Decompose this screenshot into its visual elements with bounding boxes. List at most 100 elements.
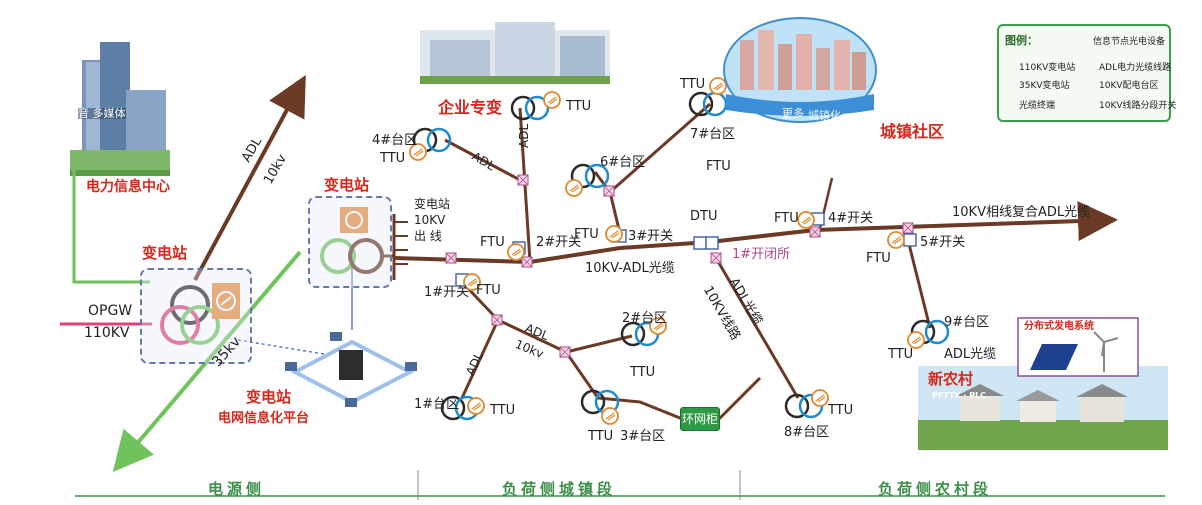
device-icon — [601, 407, 619, 425]
device-icon — [887, 231, 905, 249]
device-icon — [907, 331, 925, 349]
substation-outlet-label: 出 线 — [414, 229, 442, 243]
kv110-label: 110KV — [84, 325, 130, 341]
branch-area1 — [460, 319, 500, 399]
area-8-label: 8#台区 — [784, 425, 830, 440]
cable-terminal — [521, 256, 533, 268]
new-village-label: 新农村 — [928, 370, 974, 388]
ttu-label: TTU — [490, 403, 516, 418]
cable-terminal — [517, 174, 529, 186]
village-tech-label: PFTTX · PLC — [932, 391, 987, 400]
branch-area8 — [714, 257, 800, 399]
legend-title: 图例： — [1005, 34, 1038, 47]
switch-1-label: 1#开关 — [424, 285, 470, 300]
ftu-label: FTU — [774, 211, 799, 226]
legend-item: 光缆终端 — [1019, 101, 1056, 111]
switch-2-label: 2#开关 — [536, 235, 582, 250]
device-icon — [467, 397, 485, 415]
main-trunk — [393, 201, 1118, 265]
enterprise-building — [420, 22, 610, 84]
ring-loop — [564, 351, 762, 420]
substation-2-panel — [308, 196, 392, 288]
green-link-info-center — [72, 170, 150, 284]
village-image — [918, 366, 1168, 450]
adl-label: ADL — [517, 123, 531, 148]
dtu-box — [705, 236, 719, 250]
segment-power-side: 电源侧 — [208, 480, 266, 498]
enterprise-label: 企业专变 — [438, 98, 503, 117]
area-9-label: 9#台区 — [944, 315, 990, 330]
busbar — [392, 214, 408, 280]
device-icon — [565, 179, 583, 197]
legend: 图例： 信息节点光电设备 110KV变电站 ADL电力光缆线路 35KV变电站 … — [997, 24, 1177, 122]
device-icon — [709, 77, 727, 95]
town-community-label: 城镇社区 — [880, 122, 945, 141]
ftu-label: FTU — [866, 251, 891, 266]
branch-area2 — [565, 334, 633, 354]
substation-2-label: 变电站 — [324, 176, 370, 194]
cable-terminal — [559, 346, 571, 358]
switch-5-box — [903, 233, 917, 247]
town-community-image — [723, 17, 877, 123]
device-icon — [797, 211, 815, 229]
legend-item: 35KV变电站 — [1019, 81, 1070, 91]
ring-main-unit: 环网柜 — [680, 407, 720, 431]
device-icon — [507, 243, 525, 261]
segment-rural-side: 负荷侧农村段 — [878, 480, 993, 498]
more-label: 更多 — [782, 107, 804, 120]
substation-outlet-label: 10KV — [414, 213, 446, 227]
legend-item: 10KV配电台区 — [1099, 81, 1159, 91]
ftu-label: FTU — [476, 283, 501, 298]
composite-line-label: 10KV相线复合ADL光缆 — [952, 205, 1091, 220]
branch-area7 — [609, 102, 711, 194]
ftu-label: FTU — [706, 159, 731, 174]
ttu-label: TTU — [630, 365, 656, 380]
main-substation-panel — [140, 268, 252, 364]
device-icon — [605, 225, 623, 243]
ttu-label: TTU — [588, 429, 614, 444]
legend-item: 信息节点光电设备 — [1093, 37, 1166, 47]
segment-town-side: 负荷侧城镇段 — [502, 480, 617, 498]
branch-area9 — [906, 239, 932, 329]
cable-terminal — [710, 252, 722, 264]
cable-terminal — [491, 314, 503, 326]
legend-item: ADL电力光缆线路 — [1099, 63, 1172, 73]
cable-terminal — [603, 185, 615, 197]
cable-terminal — [902, 222, 914, 234]
device-icon — [811, 389, 829, 407]
main-substation-label: 变电站 — [142, 244, 188, 262]
ttu-label: TTU — [380, 151, 406, 166]
area-1-label: 1#台区 — [414, 397, 460, 412]
town-sign-label: 城镇化 — [808, 109, 841, 122]
ttu-label: TTU — [828, 403, 854, 418]
branch-area4 — [444, 138, 521, 182]
audio-label: 音 多媒体 — [78, 107, 126, 120]
substation-2-device — [340, 207, 368, 233]
substation-3-label: 变电站 — [246, 388, 292, 406]
area-7-label: 7#台区 — [690, 127, 736, 142]
area-6-label: 6#台区 — [600, 155, 646, 170]
transformer-enterprise — [510, 95, 550, 121]
main-substation-transformer — [160, 285, 220, 345]
substation-outlet-label: 变电站 — [414, 197, 451, 211]
legend-item: 110KV变电站 — [1019, 63, 1076, 73]
ttu-label: TTU — [680, 77, 706, 92]
ftu-label: FTU — [574, 227, 599, 242]
legend-item: 10KV线路分段开关 — [1099, 101, 1177, 111]
cable-terminal — [809, 226, 821, 238]
switch-4-label: 4#开关 — [828, 211, 874, 226]
grid-platform-label: 电网信息化平台 — [218, 411, 310, 426]
switch-5-label: 5#开关 — [920, 235, 966, 250]
opgw-label: OPGW — [88, 303, 133, 319]
distributed-generation — [1017, 317, 1139, 377]
switching-station-label: 1#开闭所 — [732, 247, 791, 262]
main-substation-device — [212, 283, 240, 319]
ttu-label: TTU — [888, 347, 914, 362]
area-3-label: 3#台区 — [620, 429, 666, 444]
dtu-label: DTU — [690, 209, 718, 224]
area-4-label: 4#台区 — [372, 133, 418, 148]
main-line-label: 10KV-ADL光缆 — [585, 261, 675, 276]
ftu-label: FTU — [480, 235, 505, 250]
power-info-center-label: 电力信息中心 — [86, 179, 170, 195]
